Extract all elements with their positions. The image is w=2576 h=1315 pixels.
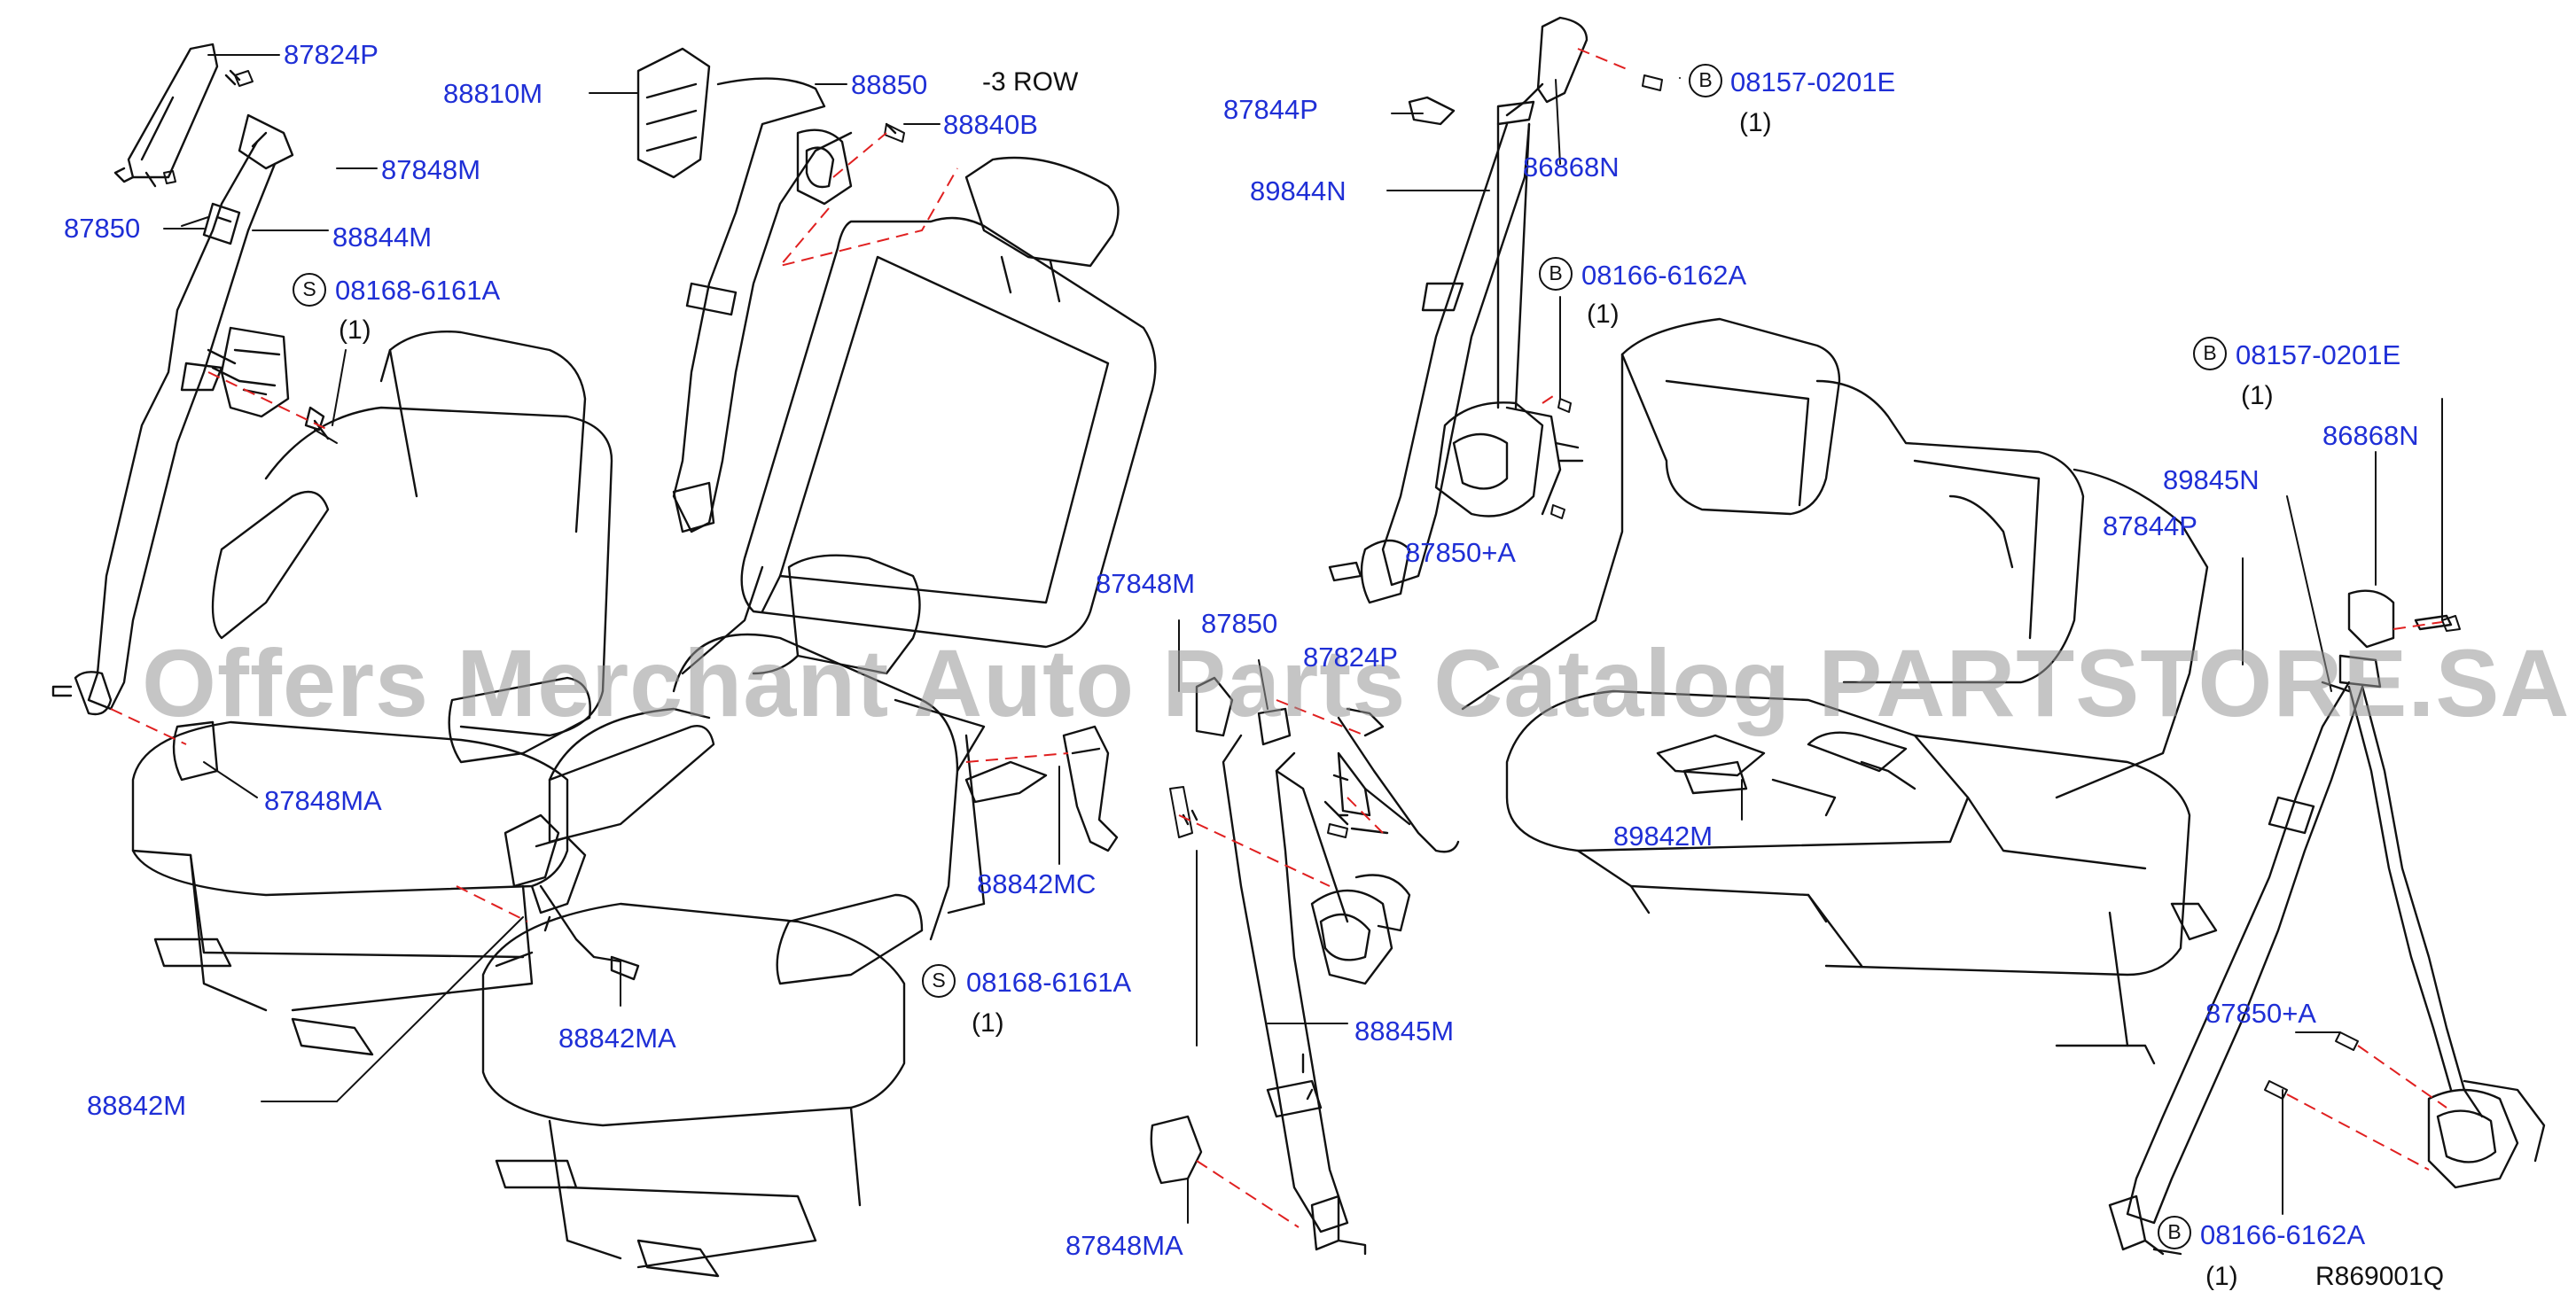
b-badge: B (1539, 257, 1573, 291)
part-label[interactable]: 87844P (2103, 510, 2197, 541)
qty-label: (1) (972, 1008, 1004, 1038)
part-label[interactable]: 89845N (2163, 464, 2260, 495)
diagram-id: R869001Q (2315, 1262, 2445, 1291)
part-label[interactable]: 87844P (1223, 94, 1318, 125)
part-label[interactable]: 87824P (1303, 642, 1398, 673)
part-label[interactable]: 88842MC (977, 868, 1097, 899)
qty-label: (1) (339, 315, 371, 345)
part-label[interactable]: 08157-0201E (2236, 339, 2401, 370)
s-badge: S (922, 964, 956, 998)
part-label[interactable]: 08166-6162A (1581, 260, 1747, 291)
right-top-belt (1328, 16, 1589, 604)
center-buckles (503, 813, 640, 981)
bolts (163, 70, 2461, 1100)
part-label[interactable]: 88842MA (558, 1023, 676, 1054)
part-label[interactable]: 89844N (1250, 175, 1347, 206)
b-badge: B (2158, 1216, 2191, 1249)
qty-label: (1) (1739, 108, 1772, 137)
qty-label: (1) (2241, 381, 2274, 410)
part-label[interactable]: 87848MA (1066, 1230, 1183, 1261)
b-badge: B (2193, 337, 2227, 370)
part-label[interactable]: 88845M (1354, 1015, 1455, 1047)
part-label[interactable]: 08157-0201E (1730, 66, 1896, 97)
part-label[interactable]: 87850 (64, 213, 141, 244)
buckle-88842mc (964, 725, 1119, 852)
part-label[interactable]: 87850+A (2205, 998, 2316, 1029)
qty-label: (1) (2205, 1262, 2238, 1291)
part-label[interactable]: 87848M (381, 154, 481, 185)
part-label[interactable]: 87848MA (264, 785, 382, 816)
part-label[interactable]: 08166-6162A (2200, 1219, 2366, 1250)
part-label[interactable]: 86868N (1523, 152, 1620, 183)
part-label[interactable]: 88842M (87, 1090, 187, 1121)
part-label[interactable]: 87824P (284, 39, 379, 70)
part-label[interactable]: 08168-6161A (335, 275, 501, 306)
part-label[interactable]: 88840B (943, 109, 1038, 140)
b-badge: B (1689, 64, 1722, 97)
part-label[interactable]: 88850 (851, 69, 928, 100)
row-label: -3 ROW (982, 67, 1079, 97)
part-label[interactable]: 88844M (332, 222, 433, 253)
left-seat-drawing (131, 331, 613, 1056)
part-label[interactable]: 86868N (2322, 420, 2419, 451)
part-label[interactable]: 87850 (1201, 608, 1278, 639)
part-label[interactable]: 88810M (443, 78, 543, 109)
right-bottom-belt (2108, 589, 2546, 1256)
part-label[interactable]: 87848M (1096, 568, 1196, 599)
left-belt-assembly (51, 43, 330, 782)
leader-lines (163, 54, 2443, 1224)
part-label[interactable]: 08168-6161A (966, 967, 1132, 998)
install-dash-lines (110, 48, 2447, 1228)
center-belt-assembly (1150, 676, 1460, 1256)
qty-label: (1) (1587, 300, 1620, 329)
center-top-belt (636, 47, 897, 533)
watermark-text: Offers Merchant Auto Parts Catalog PARTS… (142, 629, 2571, 736)
s-badge: S (293, 273, 326, 307)
rear-bench-drawing (1461, 317, 2218, 1065)
part-label[interactable]: 87850+A (1405, 537, 1516, 568)
part-label[interactable]: 89842M (1613, 821, 1713, 852)
center-seat-drawing (481, 156, 1157, 1278)
